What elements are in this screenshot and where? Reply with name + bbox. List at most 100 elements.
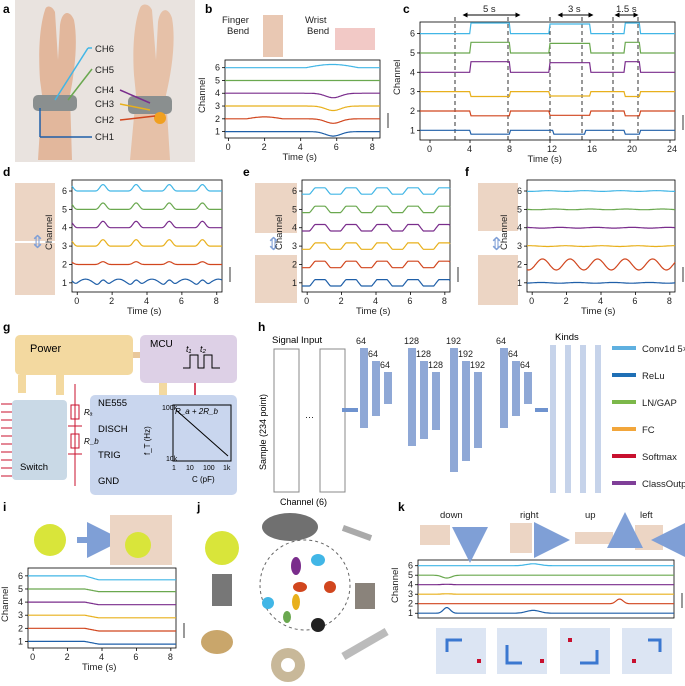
ytick-label: 3 bbox=[18, 610, 23, 620]
y-axis-label: Channel bbox=[392, 60, 403, 95]
kind-bar bbox=[595, 345, 601, 493]
plot-frame bbox=[526, 179, 676, 293]
inset-xlabel: C (pF) bbox=[192, 475, 215, 484]
t1-label: t₁ bbox=[186, 344, 192, 354]
panel-a-photo bbox=[15, 0, 195, 162]
xtick-label: 6 bbox=[407, 296, 412, 306]
panel-label-f: f bbox=[465, 165, 470, 179]
ytick-label: 3 bbox=[408, 589, 413, 599]
ytick-label: 3 bbox=[292, 241, 297, 251]
ytick-label: 3 bbox=[517, 241, 522, 251]
block-dim-label: 64 bbox=[508, 349, 518, 359]
kinds-label: Kinds bbox=[555, 332, 579, 343]
series-line-ch3 bbox=[225, 105, 380, 112]
ytick-label: 6 bbox=[292, 186, 297, 196]
xtick-label: 0 bbox=[427, 144, 432, 154]
ytick-label: 1 bbox=[215, 127, 220, 137]
legend-label: FC bbox=[642, 425, 655, 436]
span-5s: 5 s bbox=[483, 4, 496, 15]
ytick-label: 2 bbox=[292, 259, 297, 269]
ellipsis: ··· bbox=[305, 412, 314, 422]
mouse-object bbox=[262, 513, 318, 541]
series-line-ch4 bbox=[225, 92, 380, 99]
panel-e-photo-top bbox=[255, 183, 297, 233]
xtick-label: 6 bbox=[632, 296, 637, 306]
legend-label: ClassOutput bbox=[642, 479, 685, 490]
panel-f-photo-top bbox=[478, 183, 518, 231]
switch-label: Switch bbox=[20, 462, 48, 473]
panel-label-i: i bbox=[3, 500, 6, 514]
panel-d-arrow-icon: ⇕ bbox=[30, 232, 45, 252]
xtick-label: 2 bbox=[339, 296, 344, 306]
ne555-block bbox=[90, 395, 237, 495]
ytick-label: 6 bbox=[18, 571, 23, 581]
x-axis-label: Time (s) bbox=[127, 306, 161, 317]
ytick-label: 6 bbox=[410, 29, 415, 39]
xtick-label: 2 bbox=[262, 142, 267, 152]
series-line-ch6 bbox=[225, 63, 380, 69]
panel-h-network: Signal Input ··· Sample (234 point) Chan… bbox=[258, 332, 579, 507]
ytick-label: 5 bbox=[62, 204, 67, 214]
mcu-label: MCU bbox=[150, 339, 173, 350]
pin-gnd: GND bbox=[98, 476, 119, 487]
signal-input-box-2 bbox=[319, 348, 346, 493]
series-line-ch5 bbox=[418, 574, 674, 579]
scissors-object bbox=[201, 630, 233, 654]
panel-f-photo-bottom bbox=[478, 255, 518, 305]
finger-bend-photo bbox=[263, 15, 283, 57]
conv-block bbox=[524, 372, 532, 404]
xtick-label: 8 bbox=[214, 296, 219, 306]
panel-c-spans: 5 s 3 s 1.5 s bbox=[462, 4, 639, 18]
ytick-label: 4 bbox=[408, 580, 413, 590]
series-line-ch2 bbox=[302, 260, 451, 269]
series-line-ch2 bbox=[28, 627, 176, 632]
gesture-down: down bbox=[440, 510, 463, 521]
network-legend: Conv1d 5×1ReLuLN/GAPFCSoftmaxClassOutput bbox=[612, 344, 685, 490]
ytick-label: 5 bbox=[18, 584, 23, 594]
inset-xtick-100: 100 bbox=[203, 465, 215, 472]
mcu-block bbox=[140, 335, 237, 383]
ytick-label: 2 bbox=[18, 623, 23, 633]
panel-label-a: a bbox=[3, 2, 10, 16]
xtick-label: 4 bbox=[467, 144, 472, 154]
ytick-label: 2 bbox=[410, 106, 415, 116]
ytick-label: 5 bbox=[408, 570, 413, 580]
switch-block bbox=[12, 400, 67, 480]
series-line-ch1 bbox=[71, 278, 223, 286]
y-axis-label: Channel bbox=[390, 568, 401, 603]
xtick-label: 8 bbox=[667, 296, 672, 306]
series-line-ch3 bbox=[302, 242, 451, 250]
label-ch4: CH4 bbox=[95, 85, 114, 96]
series-line-ch2 bbox=[71, 261, 222, 266]
xtick-label: 4 bbox=[298, 142, 303, 152]
series-line-ch1 bbox=[28, 640, 176, 645]
inset-xtick-1k: 1k bbox=[223, 465, 231, 472]
ytick-label: 6 bbox=[215, 63, 220, 73]
series-line-ch2 bbox=[420, 110, 675, 117]
series-line-ch5 bbox=[527, 208, 675, 211]
ne555-label: NE555 bbox=[98, 398, 127, 409]
xtick-label: 4 bbox=[99, 652, 104, 662]
panel-label-h: h bbox=[258, 320, 265, 334]
legend-label: Softmax bbox=[642, 452, 677, 463]
xtick-label: 4 bbox=[598, 296, 603, 306]
xtick-label: 8 bbox=[370, 142, 375, 152]
series-line-ch3 bbox=[420, 91, 675, 98]
panel-d-photo-top bbox=[15, 183, 55, 241]
block-dim-label: 128 bbox=[416, 349, 431, 359]
xtick-label: 0 bbox=[74, 296, 79, 306]
span-1-5s: 1.5 s bbox=[616, 4, 637, 15]
xtick-label: 8 bbox=[507, 144, 512, 154]
power-block bbox=[15, 335, 133, 375]
x-axis-label: Time (s) bbox=[581, 306, 615, 317]
span-3s: 3 s bbox=[568, 4, 581, 15]
series-line-ch6 bbox=[527, 189, 675, 192]
panel-e-arrow-icon: ⇕ bbox=[266, 234, 281, 254]
panel-f-arrow-icon: ⇕ bbox=[489, 234, 504, 254]
tweezers-object bbox=[341, 525, 373, 541]
ytick-label: 6 bbox=[408, 561, 413, 571]
